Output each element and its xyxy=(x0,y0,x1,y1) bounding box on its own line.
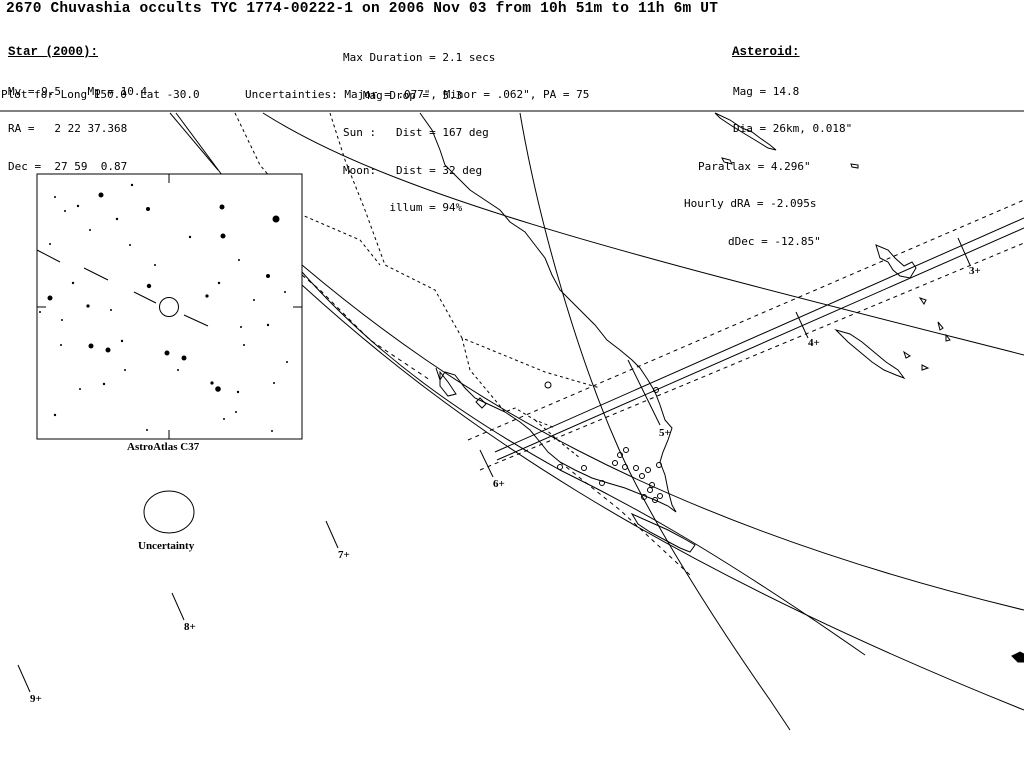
island-6 xyxy=(903,350,911,359)
star-line-mag: Mv = 9.5 Mp = 10.4 xyxy=(8,84,148,98)
graticule-lines xyxy=(262,112,1024,731)
uncertainty-label: Uncertainty xyxy=(138,540,195,552)
island-2 xyxy=(850,163,859,169)
star-info: Star (2000): Mv = 9.5 Mp = 10.4 RA = 2 2… xyxy=(8,21,147,198)
event-max-duration: Max Duration = 2.1 secs xyxy=(343,51,496,64)
star-chart-label: AstroAtlas C37 xyxy=(127,441,200,453)
asteroid-mag: Mag = 14.8 xyxy=(733,84,800,98)
asteroid-hourly-dra: Hourly dRA = -2.095s xyxy=(684,197,817,210)
time-tick-label: 8+ xyxy=(184,621,196,633)
time-tick-label: 3+ xyxy=(969,265,981,277)
coastline-new-zealand-north xyxy=(875,244,917,279)
time-tick-label: 9+ xyxy=(30,693,42,705)
island-3 xyxy=(918,297,927,305)
time-tick-label: 5+ xyxy=(659,427,671,439)
uncertainties-line: Uncertainties: Major = .077", Minor = .0… xyxy=(245,88,590,101)
path-south-limit xyxy=(496,227,1024,461)
time-tick-label: 4+ xyxy=(808,337,820,349)
island-4 xyxy=(937,321,944,331)
star-line-ra: RA = 2 22 37.368 xyxy=(8,122,128,135)
coastline-tasmania xyxy=(630,512,696,553)
page-title: 2670 Chuvashia occults TYC 1774-00222-1 … xyxy=(6,1,719,17)
star-heading: Star (2000): xyxy=(8,45,99,59)
asteroid-ddec: dDec = -12.85" xyxy=(728,234,821,248)
asteroid-parallax: Parallax = 4.296" xyxy=(698,159,811,173)
event-info: Max Duration = 2.1 secs Mag Drop = 5.3 S… xyxy=(343,27,495,240)
asteroid-info: Asteroid: Mag = 14.8 Dia = 26km, 0.018" … xyxy=(684,21,860,273)
island-chatham xyxy=(1011,651,1024,663)
event-mag-drop: Mag Drop = 5.3 xyxy=(343,88,463,102)
asteroid-diameter: Dia = 26km, 0.018" xyxy=(733,122,853,135)
path-south-sigma xyxy=(479,242,1024,471)
coastline-new-guinea xyxy=(714,112,777,151)
island-7 xyxy=(921,364,930,371)
path-north-limit xyxy=(494,217,1024,453)
path-north-sigma xyxy=(467,199,1024,441)
coastline-detail xyxy=(475,397,487,409)
inland-feature xyxy=(439,370,457,397)
event-moon-illum: illum = 94% xyxy=(343,201,463,214)
star-field xyxy=(39,183,288,432)
event-sun-dist: Sun : Dist = 167 deg xyxy=(343,126,489,139)
time-tick-marks xyxy=(17,237,971,693)
asteroid-heading: Asteroid: xyxy=(732,45,800,59)
island-1 xyxy=(721,157,733,165)
coastline-australia xyxy=(419,112,677,513)
star-chart-inset xyxy=(36,173,303,440)
coastline-new-zealand-south xyxy=(834,328,906,380)
star-line-dec: Dec = 27 59 0.87 xyxy=(8,159,128,173)
time-tick-label: 7+ xyxy=(338,549,350,561)
island-5 xyxy=(945,333,951,342)
site-markers xyxy=(544,381,663,503)
time-tick-label: 6+ xyxy=(493,478,505,490)
plot-location: Plot for Long 150.0 Lat -30.0 xyxy=(1,88,200,101)
event-moon-dist: Moon: Dist = 32 deg xyxy=(343,163,483,177)
uncertainty-ellipse xyxy=(143,490,195,534)
